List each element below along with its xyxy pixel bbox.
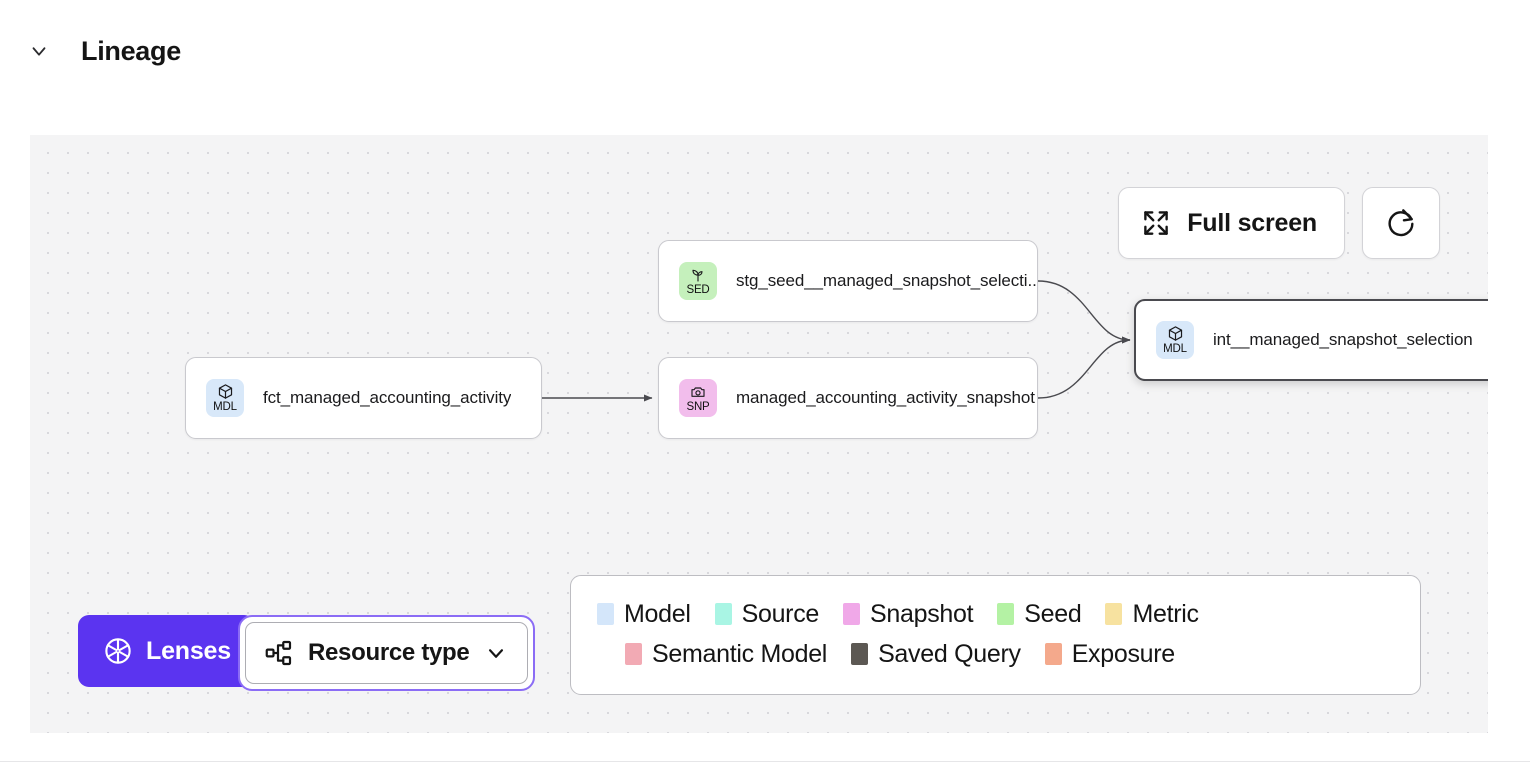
full-screen-label: Full screen (1187, 208, 1317, 237)
snapshot-badge: SNP (679, 379, 717, 417)
legend-item-exposure[interactable]: Exposure (1044, 639, 1176, 669)
resource-type-focus-ring: Resource type (237, 615, 536, 691)
legend-item-source[interactable]: Source (714, 599, 820, 629)
model-badge: MDL (1156, 321, 1194, 359)
legend-swatch-metric (1105, 603, 1123, 625)
legend-swatch-snapshot (843, 603, 861, 625)
legend-label: Exposure (1071, 639, 1176, 668)
chevron-down-icon[interactable] (26, 38, 52, 64)
refresh-icon (1388, 209, 1414, 237)
legend-label: Saved Query (878, 639, 1021, 668)
legend-swatch-source (714, 603, 732, 625)
lineage-node-int-managed-snapshot-selection[interactable]: MDL int__managed_snapshot_selection (1134, 299, 1488, 381)
legend-label: Model (624, 599, 691, 628)
legend-swatch-model (597, 603, 614, 625)
legend-swatch-seed (997, 603, 1015, 625)
chevron-down-icon (489, 649, 504, 658)
legend-row-secondary: Semantic Model Saved Query Exposure (597, 634, 1394, 674)
legend-label: Seed (1024, 599, 1082, 628)
lineage-section-header: Lineage (0, 0, 1530, 100)
legend-item-saved-query[interactable]: Saved Query (851, 640, 1021, 669)
badge-code: SNP (686, 400, 710, 413)
lens-bar: Lenses Resource type (78, 615, 536, 691)
badge-code: MDL (1163, 343, 1187, 355)
legend-item-model[interactable]: Model (597, 600, 691, 629)
full-screen-button[interactable]: Full screen (1118, 187, 1345, 259)
node-label: fct_managed_accounting_activity (263, 388, 512, 407)
lenses-button[interactable]: Lenses (78, 615, 255, 687)
legend-item-metric[interactable]: Metric (1105, 599, 1199, 629)
legend-row-primary: Model Source Snapshot Seed Metric (597, 594, 1394, 634)
resource-type-label: Resource type (307, 639, 470, 666)
node-label: managed_accounting_activity_snapshot (736, 388, 1035, 407)
node-label: stg_seed__managed_snapshot_selecti... (736, 271, 1037, 290)
resource-type-dropdown[interactable]: Resource type (244, 622, 529, 684)
legend-label: Source (741, 599, 820, 628)
legend-item-seed[interactable]: Seed (997, 599, 1082, 629)
edge-snapshot-to-int (1037, 336, 1131, 399)
lineage-legend: Model Source Snapshot Seed Metric S (570, 575, 1421, 695)
lineage-node-stg-seed-managed-snapshot-selection[interactable]: SED stg_seed__managed_snapshot_selecti..… (658, 240, 1038, 322)
model-badge: MDL (206, 379, 244, 417)
cube-icon (1168, 326, 1182, 341)
legend-swatch-exposure (1044, 643, 1062, 665)
expand-arrows-icon (1144, 211, 1169, 235)
seed-badge: SED (679, 262, 717, 300)
camera-icon (691, 386, 705, 397)
legend-label: Semantic Model (652, 639, 828, 668)
legend-swatch-semantic-model (625, 643, 642, 665)
lineage-node-managed-accounting-activity-snapshot[interactable]: SNP managed_accounting_activity_snapshot (658, 357, 1038, 439)
lineage-node-fct-managed-accounting-activity[interactable]: MDL fct_managed_accounting_activity (185, 357, 542, 439)
edge-seed-to-int (1037, 280, 1131, 344)
cube-icon (218, 384, 232, 399)
sprout-icon (692, 269, 703, 282)
hierarchy-icon (265, 640, 292, 666)
aperture-icon (105, 638, 131, 664)
lineage-graph-canvas[interactable]: MDL fct_managed_accounting_activity SED … (30, 135, 1488, 733)
lenses-label: Lenses (146, 636, 231, 665)
legend-label: Metric (1132, 599, 1199, 628)
refresh-button[interactable] (1362, 187, 1440, 259)
legend-item-semantic-model[interactable]: Semantic Model (625, 640, 827, 669)
legend-item-snapshot[interactable]: Snapshot (843, 599, 974, 629)
legend-label: Snapshot (870, 599, 974, 628)
legend-swatch-saved-query (851, 643, 869, 665)
canvas-controls: Full screen (1118, 187, 1440, 259)
page-title: Lineage (81, 36, 181, 66)
badge-code: SED (686, 283, 710, 296)
bottom-divider (0, 761, 1530, 762)
node-label: int__managed_snapshot_selection (1213, 330, 1473, 349)
badge-code: MDL (213, 401, 237, 413)
